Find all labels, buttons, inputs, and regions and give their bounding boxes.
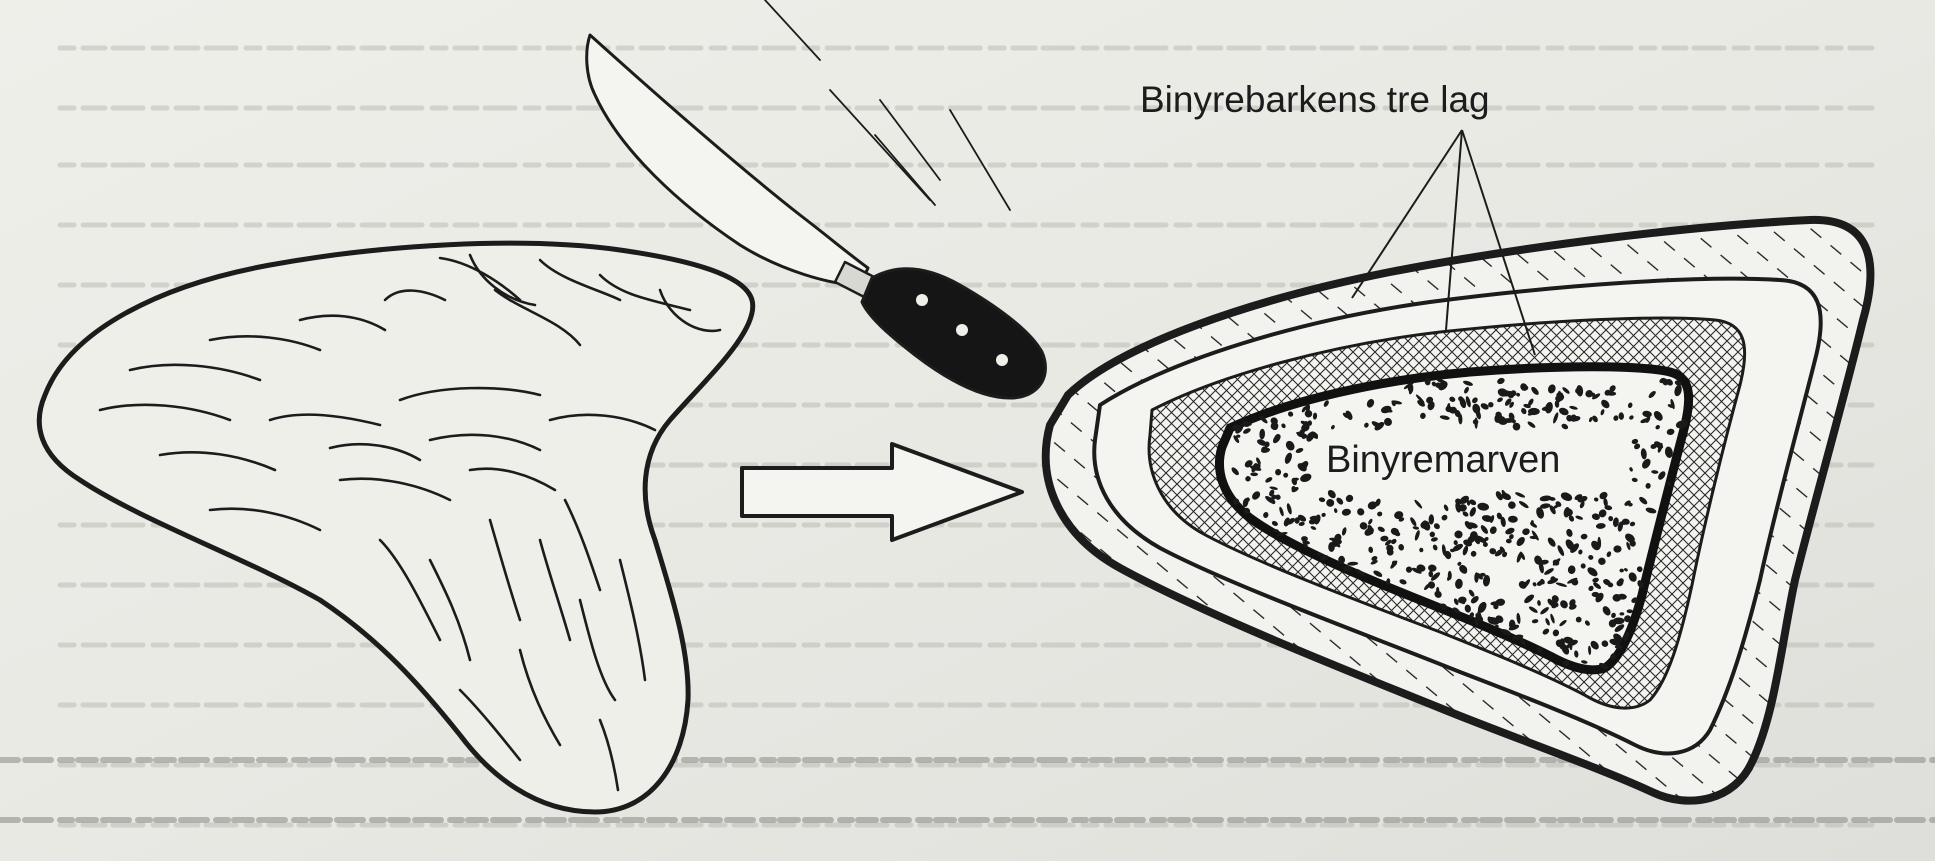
medulla-speckle bbox=[1619, 569, 1623, 573]
cortex-layers-label: Binyrebarkens tre lag bbox=[1140, 79, 1490, 120]
medulla-speckle bbox=[1511, 390, 1517, 396]
medulla-label: Binyremarven bbox=[1326, 439, 1560, 481]
medulla-speckle bbox=[1328, 542, 1335, 552]
